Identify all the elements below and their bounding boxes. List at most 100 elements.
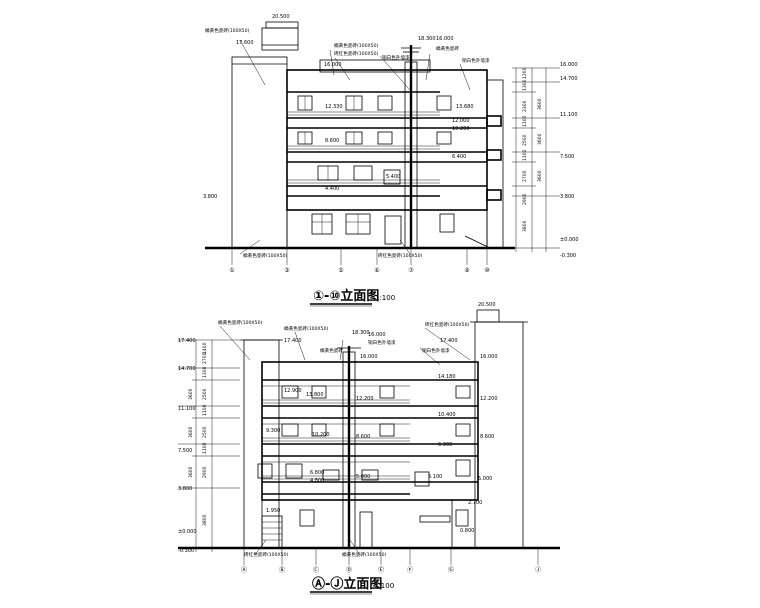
t-11100r: 11.100 [560,112,578,118]
main-body [286,69,488,211]
axis-bot-e: Ⓔ [378,566,384,574]
axis-top-6: ⑥ [374,267,379,274]
dim-t-0: 1200 [522,67,528,79]
b-6800: 6.800 [310,470,324,476]
t-4400: 4.400 [325,186,339,192]
scale-top: 1:100 [375,294,395,302]
b-10400: 10.400 [438,412,456,418]
t-14700r: 14.700 [560,76,578,82]
t-12330: 12.330 [325,104,343,110]
dim-b2-2: 3600 [188,466,194,478]
b-6300: 6.300 [438,442,452,448]
b-5000b: 5.000 [478,476,492,482]
dim-b-2: 1300 [202,366,208,378]
b-14180: 14.180 [438,374,456,380]
t-3800l: 3.800 [203,194,217,200]
note-top-2: 橘黄色瓷砖(100X50) [334,42,379,49]
dim-b-1: 2700 [202,352,208,364]
dim-t-4: 2500 [522,134,528,146]
bottom-dim-values: 1400 2700 1300 2500 1100 2500 1100 2900 … [188,342,208,526]
b-16000a: 16.000 [368,332,386,338]
axis-bot-b: Ⓑ [279,566,285,574]
top-elevation [205,21,560,265]
b-0000: ±0.000 [178,529,197,535]
axis-top-3: ③ [284,267,289,274]
b-17400a: 17.400 [284,338,302,344]
dim-b-5: 2500 [202,426,208,438]
top-leaders [239,39,471,255]
windows-bottom [257,385,471,549]
t-6400: 6.400 [452,154,466,160]
scale-bottom: 1:100 [374,582,394,590]
axis-bot-f: Ⓕ [407,566,413,574]
dim-t-1: 1300 [522,79,528,91]
note-bot-1: 橘黄色瓷砖(100X50) [218,319,263,326]
t-m0300: -0.300 [560,253,576,259]
b-12200a: 12.200 [356,396,374,402]
axis-top-10: ⑩ [484,267,489,274]
b-m0300: -0.300 [178,548,194,554]
top-dim-values: 1200 1300 2300 1100 2500 1100 2700 2900 … [522,67,543,232]
dim-t-3: 1100 [522,115,528,127]
t-7500r: 7.500 [560,154,574,160]
note-bot-2: 橘黄色瓷砖(100X50) [284,325,329,332]
t-16000b: 16.000 [436,36,454,42]
dim-b-7: 2900 [202,466,208,478]
top-axis-labels: ① ③ ⑤ ⑥ ⑦ ⑨ ⑩ [229,267,489,274]
b-8600b: 8.600 [480,434,494,440]
b-5100: 5.100 [428,474,442,480]
b-12200b: 12.200 [480,396,498,402]
b-7500l: 7.500 [178,448,192,454]
t-18300: 18.300 [418,36,436,42]
dim-t2-1: 3600 [537,133,543,145]
dim-b2-0: 3600 [188,388,194,400]
b-8600a: 8.600 [356,434,370,440]
t-roof: 20.500 [272,14,290,20]
balcony-rails-bottom [262,385,410,480]
left-tower [231,56,288,249]
b-0800: 0.800 [460,528,474,534]
b-2700: 2.700 [468,500,482,506]
b-14700l: 14.700 [178,366,196,372]
axis-top-7: ⑦ [408,267,414,274]
bottom-leaders [219,325,471,556]
b-17400b: 17.400 [440,338,458,344]
axis-top-5: ⑤ [338,267,343,274]
dim-t2-2: 3600 [537,170,543,182]
dim-b-3: 2500 [202,388,208,400]
title-top: ①-⑩立面图 [313,288,379,304]
note-bot-7: 砖红色瓷砖(100X50) [244,551,289,558]
windows-top [297,95,455,245]
axis-bot-a: Ⓐ [241,566,247,574]
roof-tank [261,27,299,51]
top-dimensions [512,67,560,252]
b-10200: 10.200 [312,432,330,438]
note-bot-4: 铜白色外墙漆 [368,339,396,346]
note-top-7: 橘黄色瓷砖(100X50) [243,252,288,259]
t-0000: ±0.000 [560,237,579,243]
dim-t-2: 2300 [522,100,528,112]
t-16000a: 16.000 [324,62,342,68]
dim-b-4: 1100 [202,404,208,416]
dim-t-6: 2700 [522,170,528,182]
t-10200: 10.200 [452,126,470,132]
t-13680: 13.680 [456,104,474,110]
note-top-4: 橘黄色瓷砖 [436,45,459,52]
t-5400: 5.400 [386,174,400,180]
b-11100l: 11.100 [178,406,196,412]
bottom-dimensions [178,339,240,552]
b-roof: 20.500 [478,302,496,308]
dim-b-8: 3800 [202,514,208,526]
axis-bot-d: Ⓓ [346,566,352,574]
bottom-axis-markers [243,548,539,565]
note-bot-8: 橘黄色瓷砖(100X50) [342,551,387,558]
dim-b-6: 1100 [202,442,208,454]
dim-t-7: 2900 [522,193,528,205]
axis-bot-c: Ⓒ [313,566,319,574]
note-top-8: 砖红色瓷砖(100X50) [378,252,423,259]
axis-top-9: ⑨ [464,267,469,274]
axis-bot-g: Ⓖ [448,566,454,574]
dim-b2-1: 3600 [188,426,194,438]
b-9300: 9.300 [266,428,280,434]
